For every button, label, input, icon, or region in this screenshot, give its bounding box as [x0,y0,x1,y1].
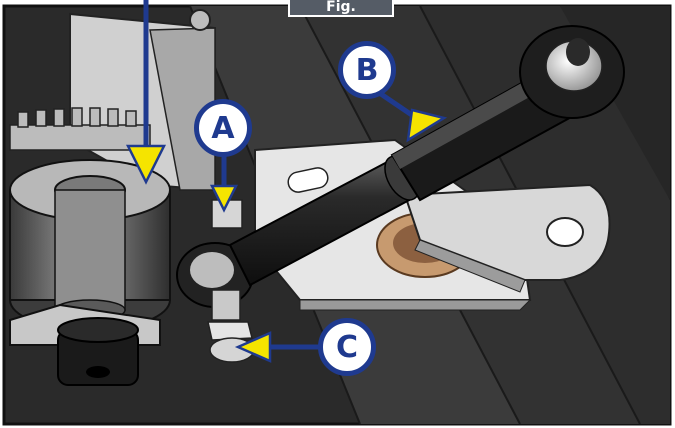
figure-tab: Fig. [288,0,394,17]
bottom-nut [207,321,253,341]
callout-c: C [318,318,376,376]
callout-b: B [338,41,396,99]
arrow-B [376,89,448,143]
arrow-to-spool [125,0,167,185]
callout-a-label: A [211,110,235,146]
figure-tab-text: Fig. [326,0,356,15]
lever-arm [403,183,611,281]
lever-hole [546,217,584,247]
spool [9,159,171,331]
cap-screw [9,303,161,386]
upper-nut [189,9,211,31]
callout-a: A [194,99,252,157]
callout-b-label: B [355,52,379,88]
lower-rod-end [176,242,255,363]
callout-c-label: C [335,329,359,365]
arrow-C [234,331,320,363]
